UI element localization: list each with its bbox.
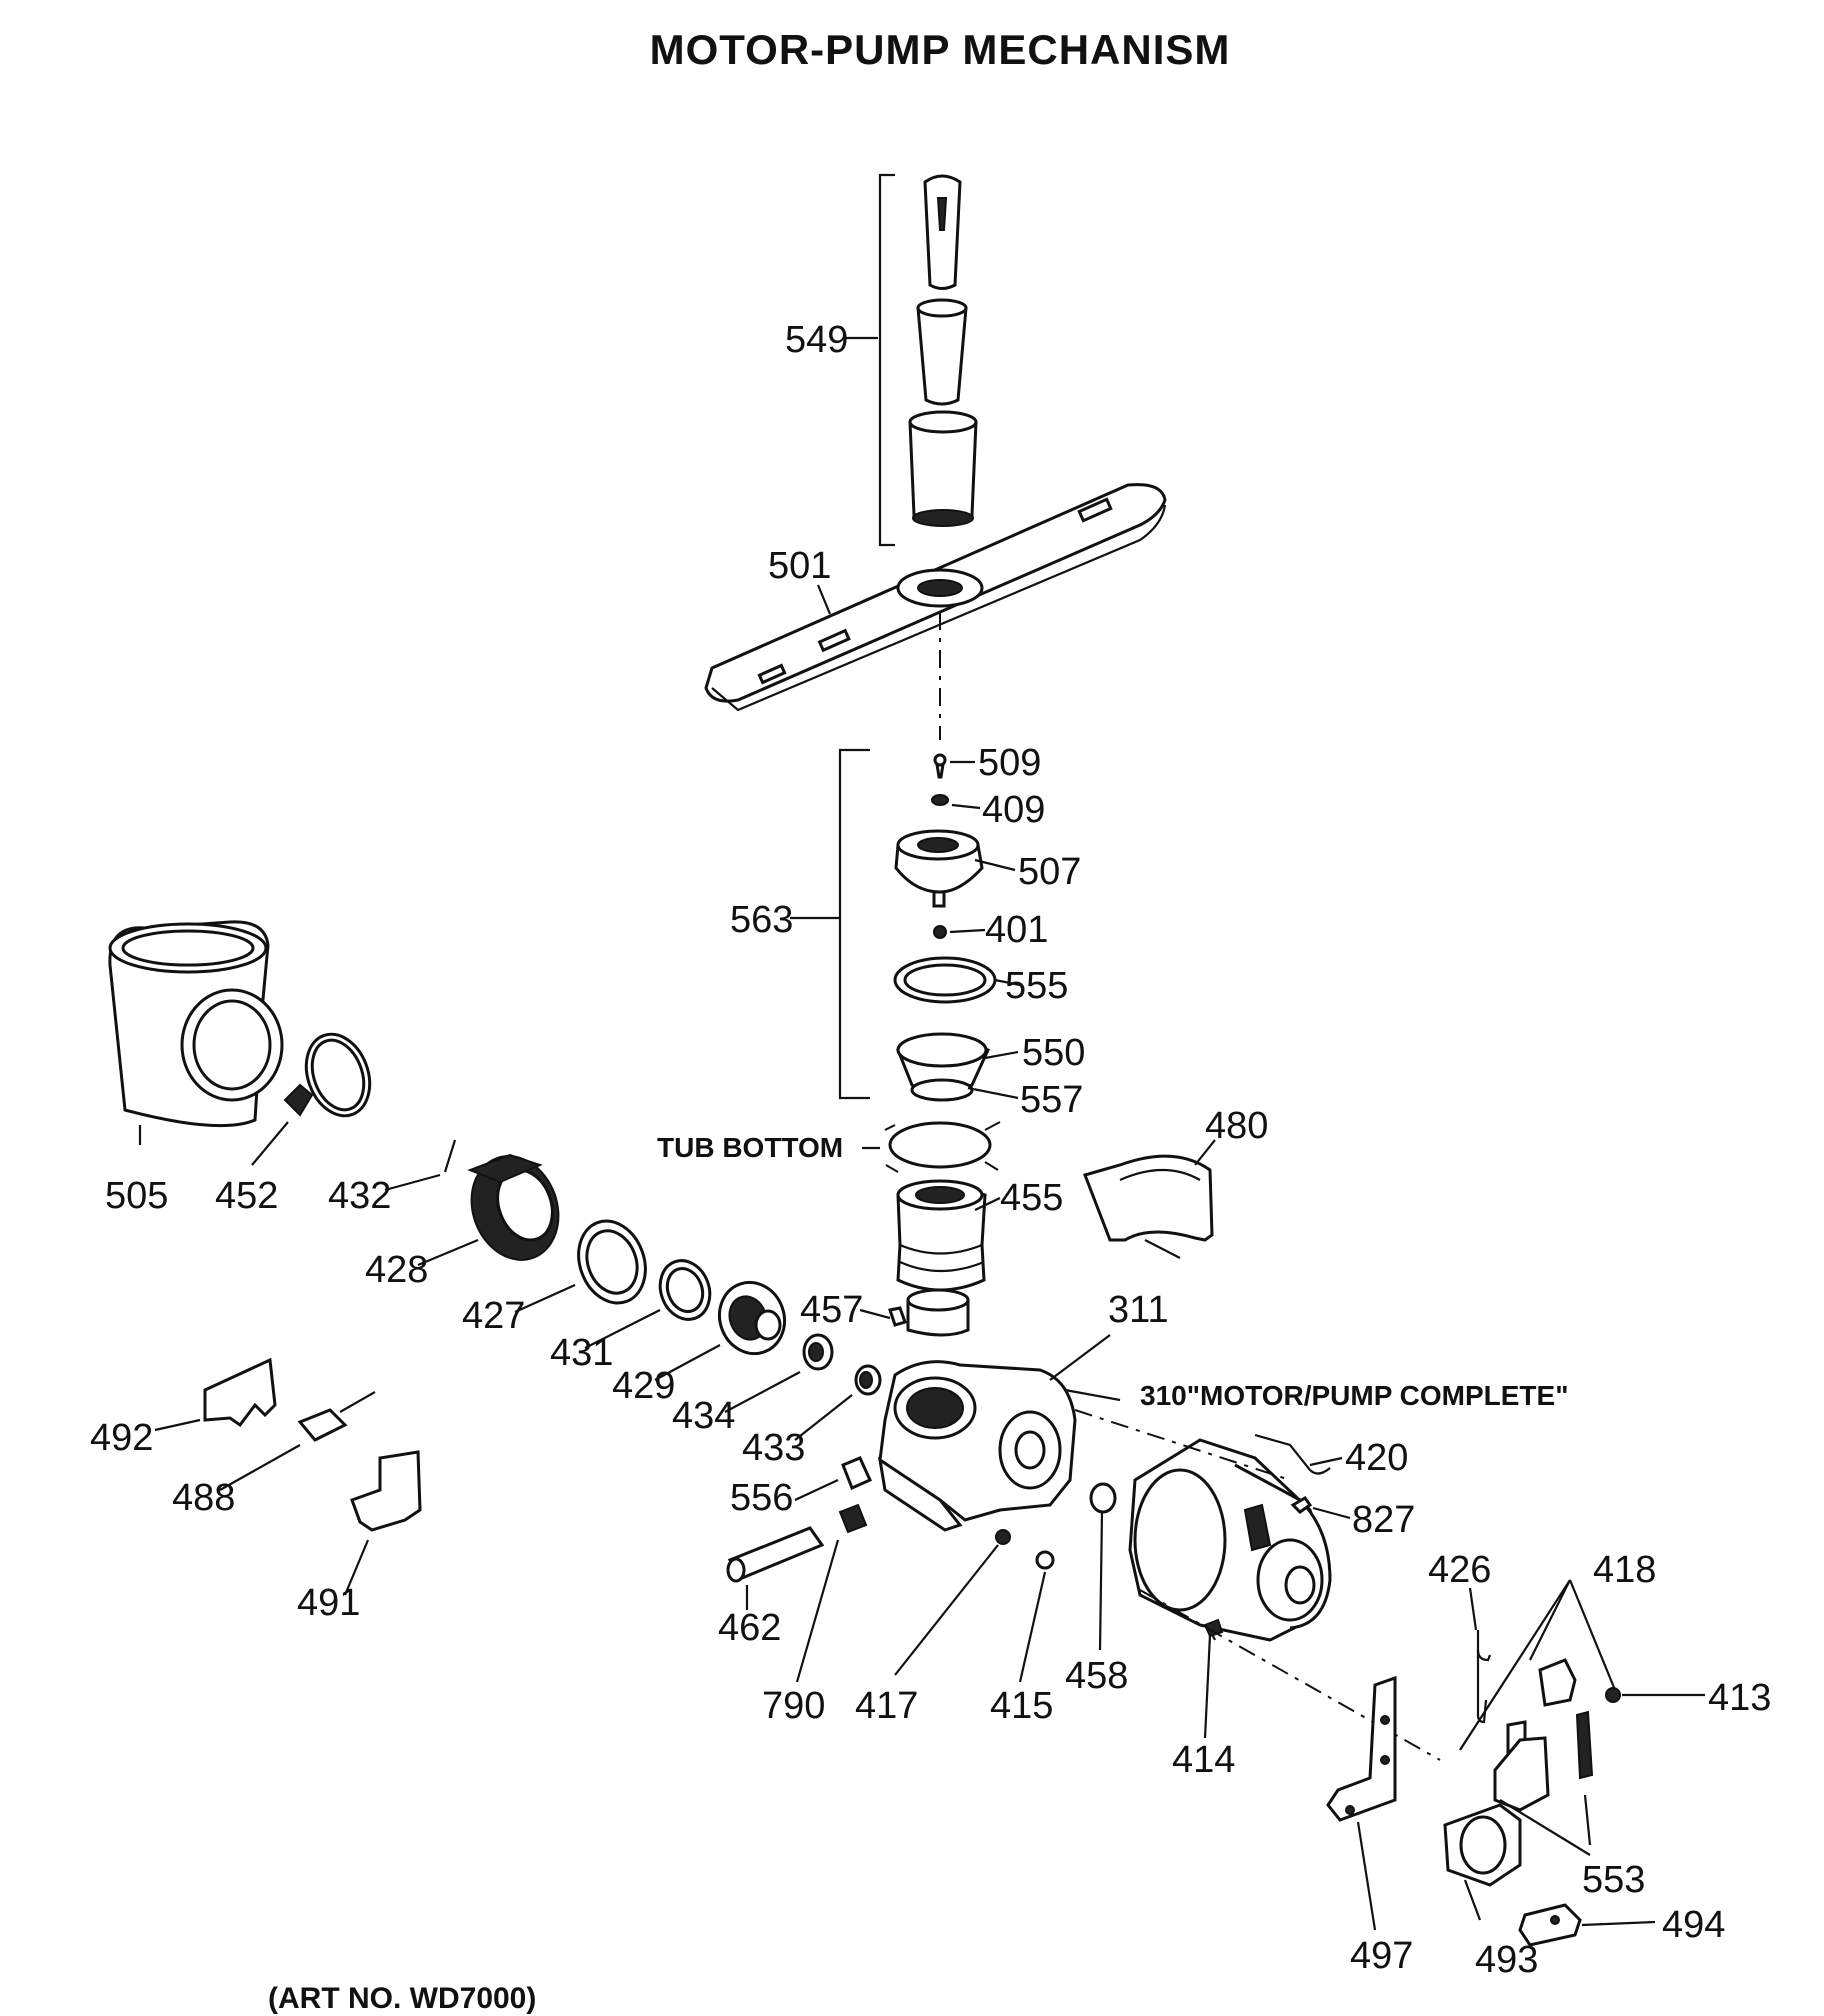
callout-493: 493 (1475, 1939, 1538, 1981)
callout-426: 426 (1428, 1549, 1491, 1591)
switch-488 (219, 1391, 376, 1491)
spray-tower-549 (845, 173, 978, 547)
bracket-563 (790, 748, 870, 1100)
ring-427 (514, 1219, 647, 1314)
callout-415: 415 (990, 1685, 1053, 1727)
callout-557: 557 (1020, 1079, 1083, 1121)
callout-455: 455 (1000, 1177, 1063, 1219)
art-number-caption: (ART NO. WD7000) (268, 1982, 537, 2015)
callout-433: 433 (742, 1427, 805, 1469)
callout-555: 555 (1005, 965, 1068, 1007)
callout-505: 505 (105, 1175, 168, 1217)
callout-462: 462 (718, 1607, 781, 1649)
callout-429: 429 (612, 1365, 675, 1407)
tub-bottom-and-455 (862, 1121, 1001, 1337)
callout-417: 417 (855, 1685, 918, 1727)
callout-509: 509 (978, 742, 1041, 784)
soil-collector-505 (108, 920, 284, 1145)
callout-488: 488 (172, 1477, 235, 1519)
motor-impeller-428 (417, 1153, 560, 1267)
tub-bottom-label: TUB BOTTOM (657, 1132, 843, 1163)
pump-housing-311 (877, 1334, 1121, 1532)
callout-409: 409 (982, 789, 1045, 831)
ring-431 (584, 1259, 712, 1349)
callout-420: 420 (1345, 1437, 1408, 1479)
clamp-452 (251, 1032, 372, 1166)
bracket-491 (343, 1450, 422, 1596)
impeller-429 (654, 1280, 786, 1381)
callout-458: 458 (1065, 1655, 1128, 1697)
callout-427: 427 (462, 1295, 525, 1337)
spring-420 (1254, 1433, 1343, 1475)
callout-563: 563 (730, 899, 793, 941)
bracket-492 (154, 1357, 277, 1432)
callout-494: 494 (1662, 1904, 1725, 1946)
callout-434: 434 (672, 1395, 735, 1437)
upper-hub-parts (893, 753, 1021, 1102)
callout-428: 428 (365, 1249, 428, 1291)
callout-457: 457 (800, 1289, 863, 1331)
callout-480: 480 (1205, 1105, 1268, 1147)
screw-827 (1290, 1496, 1351, 1520)
pin-432 (384, 1139, 457, 1192)
callout-452: 452 (215, 1175, 278, 1217)
callout-501: 501 (768, 545, 831, 587)
callout-413: 413 (1708, 1677, 1771, 1719)
callout-491: 491 (297, 1582, 360, 1624)
callout-492: 492 (90, 1417, 153, 1459)
callout-431: 431 (550, 1332, 613, 1374)
clamp-457 (859, 1306, 907, 1327)
motor-assembly (1128, 1438, 1332, 1739)
callout-550: 550 (1022, 1032, 1085, 1074)
parts-426-418 (1459, 1579, 1705, 1856)
callout-310: 310"MOTOR/PUMP COMPLETE" (1140, 1380, 1568, 1411)
diagram-title: MOTOR-PUMP MECHANISM (649, 26, 1231, 73)
spray-arm-501 (704, 483, 1167, 712)
callout-497: 497 (1350, 1935, 1413, 1977)
callout-790: 790 (762, 1685, 825, 1727)
part-494 (1518, 1903, 1656, 1947)
callout-432: 432 (328, 1175, 391, 1217)
callout-556: 556 (730, 1477, 793, 1519)
housing-480 (1083, 1139, 1216, 1259)
callout-827: 827 (1352, 1499, 1415, 1541)
bracket-493 (1443, 1803, 1522, 1921)
callout-553: 553 (1582, 1859, 1645, 1901)
parts-434-433 (724, 1333, 882, 1441)
callout-549: 549 (785, 319, 848, 361)
callout-401: 401 (985, 909, 1048, 951)
callout-311: 311 (1108, 1289, 1169, 1331)
lower-parts (726, 1456, 1117, 1683)
callout-414: 414 (1172, 1739, 1235, 1781)
callout-507: 507 (1018, 851, 1081, 893)
callout-418: 418 (1593, 1549, 1656, 1591)
bracket-497 (1326, 1675, 1397, 1931)
